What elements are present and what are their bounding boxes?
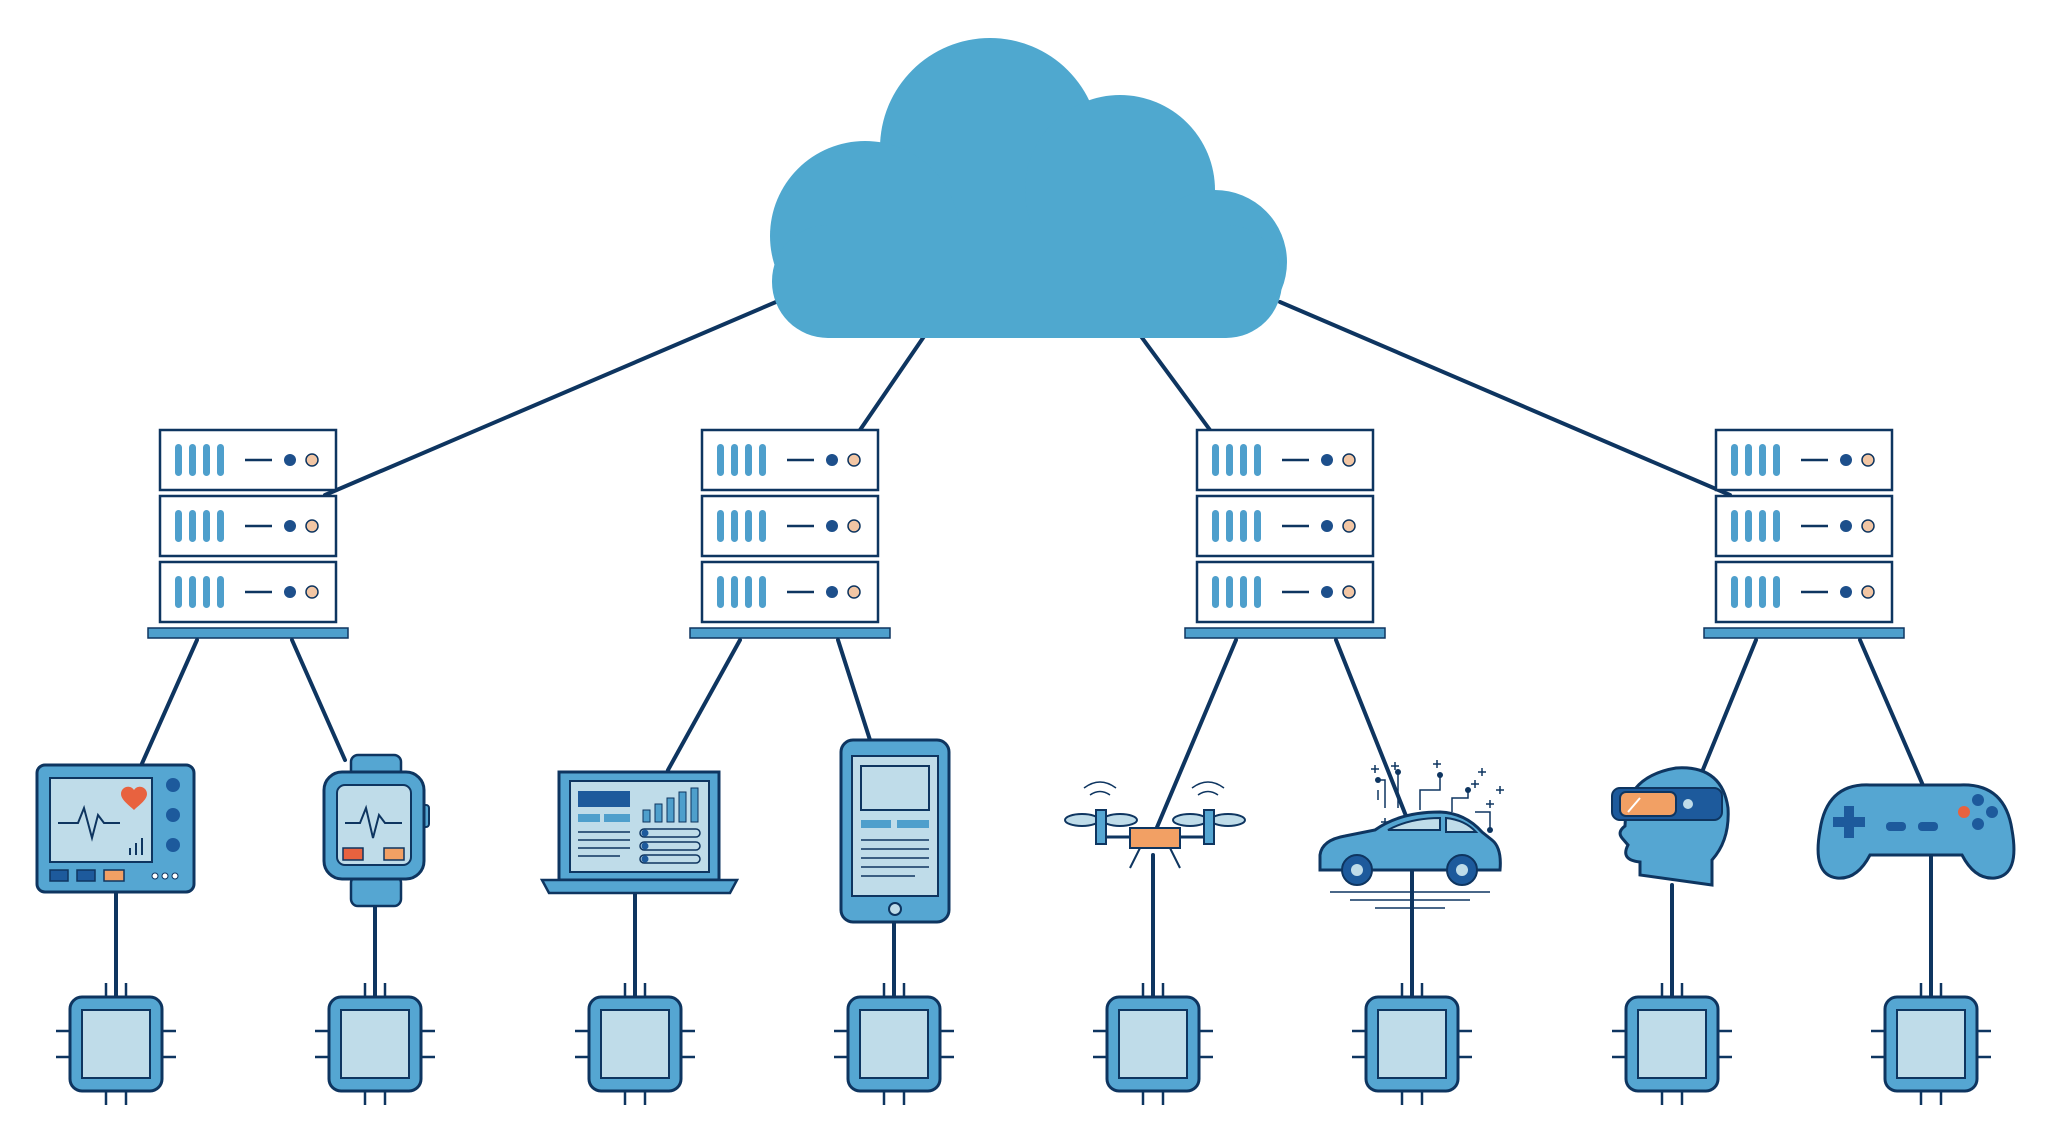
drone-icon — [1064, 781, 1246, 869]
chip-icon — [1610, 981, 1734, 1107]
link-cloud-server-2 — [858, 333, 927, 432]
cloud-icon — [770, 38, 1287, 338]
link-cloud-server-3 — [1138, 333, 1212, 432]
vr-headset-icon — [1611, 766, 1730, 887]
device-tier — [35, 738, 2016, 924]
chip-icon — [1091, 981, 1215, 1107]
chip-icon — [573, 981, 697, 1107]
connected-car-icon — [1318, 760, 1504, 909]
link-cloud-server-1 — [323, 294, 792, 497]
chip-icon — [54, 981, 178, 1107]
link-server-1-device-1 — [138, 638, 199, 770]
chip-icon — [1869, 981, 1993, 1107]
laptop-icon — [539, 770, 740, 895]
tablet-icon — [839, 738, 951, 924]
link-server-3-device-6 — [1334, 638, 1412, 828]
server-rack-icon — [1704, 430, 1904, 638]
link-server-1-device-2 — [290, 638, 347, 762]
link-server-2-device-4 — [836, 638, 872, 742]
smartwatch-icon — [322, 753, 430, 908]
gamepad-icon — [1816, 783, 2016, 880]
chip-tier — [54, 981, 1993, 1107]
connector-lines — [114, 294, 1933, 1000]
link-server-3-device-5 — [1153, 638, 1238, 834]
server-rack-icon — [148, 430, 348, 638]
server-rack-icon — [1185, 430, 1385, 638]
server-tier — [148, 430, 1904, 638]
link-server-4-device-8 — [1858, 638, 1927, 792]
link-server-2-device-3 — [666, 638, 742, 772]
chip-icon — [832, 981, 956, 1107]
chip-icon — [313, 981, 437, 1107]
chip-icon — [1350, 981, 1474, 1107]
link-cloud-server-4 — [1278, 300, 1732, 497]
link-server-4-device-7 — [1700, 638, 1758, 774]
server-rack-icon — [690, 430, 890, 638]
health-monitor-icon — [35, 763, 196, 894]
